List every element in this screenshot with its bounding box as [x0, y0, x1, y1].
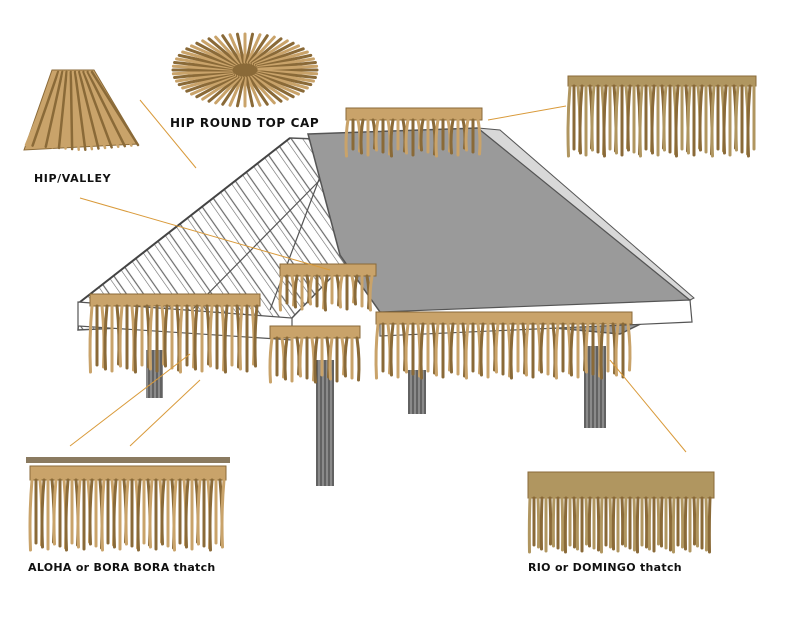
hip-round-top-cap-sample: [171, 32, 319, 108]
ridge-cap-thatch: [344, 107, 483, 158]
leader-lines: [69, 99, 687, 453]
rafter: [189, 179, 321, 313]
label-aloha-thatch: ALOHA or BORA BORA thatch: [28, 561, 216, 574]
leader-rio: [609, 359, 687, 453]
leader-top-cap: [487, 105, 567, 121]
leader-hip-valley-roof: [79, 197, 331, 271]
eave-thatch-right: [374, 311, 633, 380]
aloha-fringe: [28, 465, 227, 552]
eave-thatch-left: [88, 293, 261, 374]
post-front: [316, 360, 334, 486]
label-hip-valley: HIP/VALLEY: [34, 172, 112, 185]
hip-rafter: [79, 137, 291, 303]
hip-valley-sample: [23, 69, 140, 151]
strip-sample: [566, 75, 757, 158]
roof-thatch-panels: [88, 107, 633, 384]
thatch-strip-sample-top-right: [566, 75, 757, 158]
leader-hip-valley: [139, 99, 197, 169]
support-posts: [146, 346, 606, 486]
label-hip-round-top-cap: HIP ROUND TOP CAP: [170, 116, 320, 130]
aloha-thatch-sample: [28, 465, 227, 552]
rio-thatch-sample: [527, 471, 715, 554]
hip-thatch-patch: [278, 263, 377, 312]
label-rio-thatch: RIO or DOMINGO thatch: [528, 561, 682, 574]
aloha-header-bar: [26, 457, 230, 463]
rio-fringe: [527, 471, 715, 554]
membrane-edge: [476, 127, 695, 301]
post-center: [408, 370, 426, 414]
eave-thatch-front: [268, 325, 361, 384]
roof-frame: [77, 137, 353, 341]
roof-membrane: [307, 127, 695, 337]
leader-aloha-1: [69, 353, 191, 447]
leader-aloha-2: [129, 379, 201, 447]
